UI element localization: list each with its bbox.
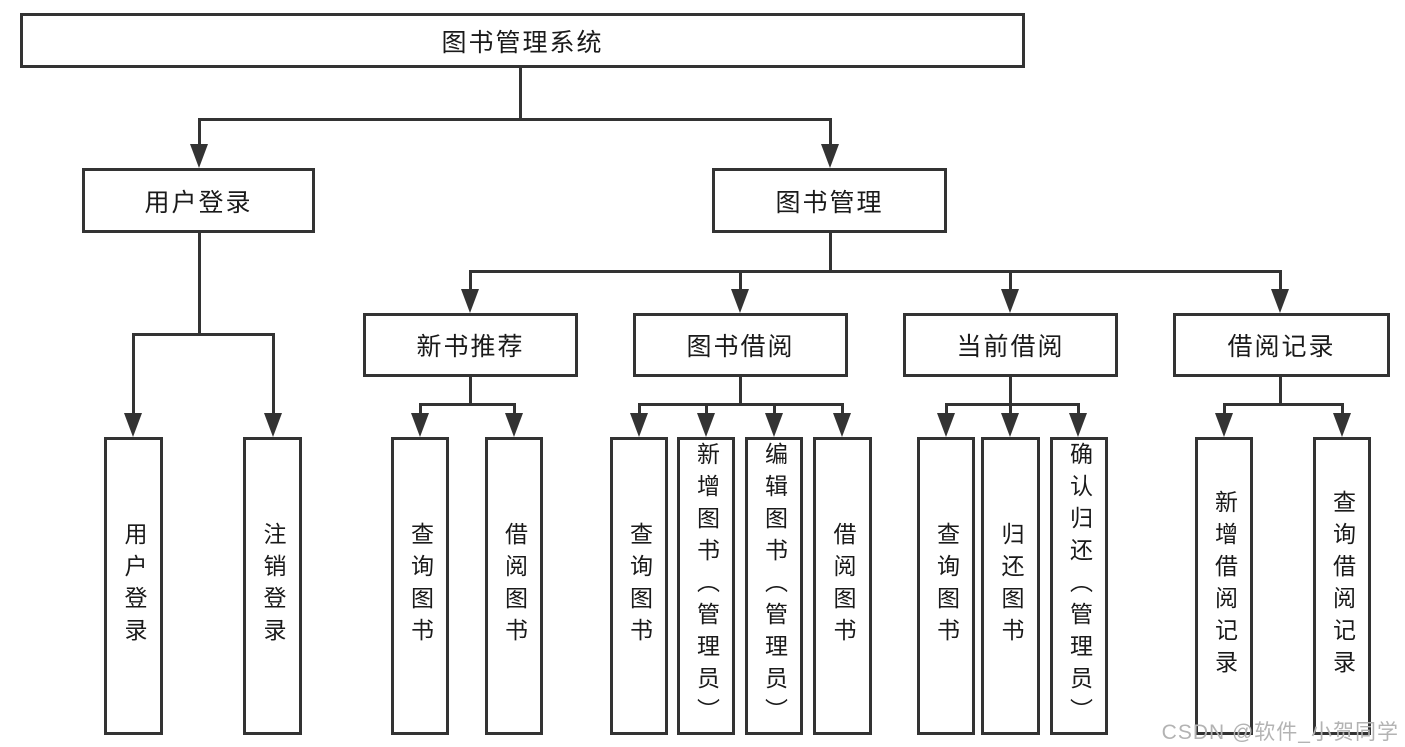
connector-arrowhead bbox=[731, 289, 749, 313]
connector-arrowhead bbox=[124, 413, 142, 437]
node-logout-leaf-label: 注销登录 bbox=[260, 522, 286, 650]
node-confirm-return-admin-label: 确认归还（管理员） bbox=[1066, 442, 1093, 730]
connector-arrowhead bbox=[461, 289, 479, 313]
connector-arrowhead bbox=[765, 413, 783, 437]
connector-line bbox=[519, 66, 522, 120]
connector-line bbox=[773, 403, 776, 415]
connector-line bbox=[1009, 403, 1012, 415]
node-current-borrowing: 当前借阅 bbox=[903, 313, 1118, 377]
node-book-management-label: 图书管理 bbox=[775, 188, 884, 217]
connector-arrowhead bbox=[411, 413, 429, 437]
node-confirm-return-admin: 确认归还（管理员） bbox=[1050, 437, 1108, 735]
connector-arrowhead bbox=[264, 413, 282, 437]
node-borrow-books-recommend: 借阅图书 bbox=[485, 437, 543, 735]
connector-line bbox=[132, 333, 135, 415]
connector-line bbox=[1009, 270, 1012, 291]
node-current-borrowing-label: 当前借阅 bbox=[956, 333, 1065, 361]
connector-line bbox=[198, 118, 201, 146]
connector-line bbox=[829, 230, 832, 273]
connector-line bbox=[513, 403, 516, 415]
node-user-login-label: 用户登录 bbox=[144, 188, 253, 217]
connector-line bbox=[1341, 403, 1344, 415]
connector-line bbox=[739, 270, 742, 291]
connector-arrowhead bbox=[1001, 289, 1019, 313]
connector-line bbox=[945, 403, 1080, 406]
connector-arrowhead bbox=[1271, 289, 1289, 313]
connector-line bbox=[1223, 403, 1344, 406]
node-user-login-leaf-label: 用户登录 bbox=[121, 522, 147, 650]
connector-line bbox=[841, 403, 844, 415]
node-book-management: 图书管理 bbox=[712, 168, 947, 233]
connector-arrowhead bbox=[821, 144, 839, 168]
watermark: CSDN @软件_小贺同学 bbox=[1161, 721, 1399, 744]
connector-line bbox=[198, 118, 832, 121]
connector-line bbox=[945, 403, 948, 415]
node-query-books-recommend: 查询图书 bbox=[391, 437, 449, 735]
node-query-borrow-record: 查询借阅记录 bbox=[1313, 437, 1371, 735]
connector-line bbox=[638, 403, 641, 415]
node-query-books-current-label: 查询图书 bbox=[933, 522, 960, 650]
node-borrow-books-leaf: 借阅图书 bbox=[813, 437, 872, 735]
node-edit-book-admin: 编辑图书（管理员） bbox=[745, 437, 803, 735]
node-query-books-current: 查询图书 bbox=[917, 437, 975, 735]
connector-line bbox=[272, 333, 275, 415]
node-add-borrow-record-label: 新增借阅记录 bbox=[1211, 490, 1238, 682]
connector-arrowhead bbox=[1001, 413, 1019, 437]
node-return-books: 归还图书 bbox=[981, 437, 1040, 735]
node-book-borrowing: 图书借阅 bbox=[633, 313, 848, 377]
connector-line bbox=[1279, 270, 1282, 291]
connector-line bbox=[739, 373, 742, 406]
node-root-label: 图书管理系统 bbox=[441, 28, 604, 57]
connector-arrowhead bbox=[833, 413, 851, 437]
node-borrowing-records-label: 借阅记录 bbox=[1227, 333, 1336, 361]
connector-line bbox=[1009, 373, 1012, 406]
node-edit-book-admin-label: 编辑图书（管理员） bbox=[761, 442, 788, 730]
node-borrowing-records: 借阅记录 bbox=[1173, 313, 1390, 377]
node-query-borrow-record-label: 查询借阅记录 bbox=[1329, 490, 1356, 682]
node-add-book-admin: 新增图书（管理员） bbox=[677, 437, 735, 735]
connector-arrowhead bbox=[937, 413, 955, 437]
node-user-login: 用户登录 bbox=[82, 168, 315, 233]
connector-line bbox=[1223, 403, 1226, 415]
connector-line bbox=[469, 373, 472, 406]
connector-arrowhead bbox=[505, 413, 523, 437]
node-query-books-borrowing-label: 查询图书 bbox=[626, 522, 653, 650]
connector-arrowhead bbox=[190, 144, 208, 168]
node-borrow-books-recommend-label: 借阅图书 bbox=[501, 522, 528, 650]
node-query-books-borrowing: 查询图书 bbox=[610, 437, 668, 735]
node-query-books-recommend-label: 查询图书 bbox=[407, 522, 434, 650]
connector-line bbox=[1077, 403, 1080, 415]
connector-line bbox=[829, 118, 832, 146]
connector-arrowhead bbox=[630, 413, 648, 437]
node-add-borrow-record: 新增借阅记录 bbox=[1195, 437, 1253, 735]
node-logout-leaf: 注销登录 bbox=[243, 437, 302, 735]
node-borrow-books-leaf-label: 借阅图书 bbox=[830, 522, 856, 650]
connector-line bbox=[1279, 373, 1282, 406]
node-book-borrowing-label: 图书借阅 bbox=[686, 333, 795, 361]
node-root: 图书管理系统 bbox=[20, 13, 1025, 68]
node-new-book-recommendation-label: 新书推荐 bbox=[416, 333, 525, 361]
connector-line bbox=[705, 403, 708, 415]
node-add-book-admin-label: 新增图书（管理员） bbox=[693, 442, 720, 730]
connector-arrowhead bbox=[697, 413, 715, 437]
connector-line bbox=[132, 333, 275, 336]
node-return-books-label: 归还图书 bbox=[998, 522, 1024, 650]
connector-line bbox=[638, 403, 844, 406]
connector-line bbox=[419, 403, 422, 415]
connector-arrowhead bbox=[1215, 413, 1233, 437]
node-new-book-recommendation: 新书推荐 bbox=[363, 313, 578, 377]
connector-line bbox=[469, 270, 472, 291]
connector-line bbox=[198, 230, 201, 336]
connector-arrowhead bbox=[1069, 413, 1087, 437]
connector-line bbox=[419, 403, 516, 406]
node-user-login-leaf: 用户登录 bbox=[104, 437, 163, 735]
connector-line bbox=[469, 270, 1282, 273]
connector-arrowhead bbox=[1333, 413, 1351, 437]
